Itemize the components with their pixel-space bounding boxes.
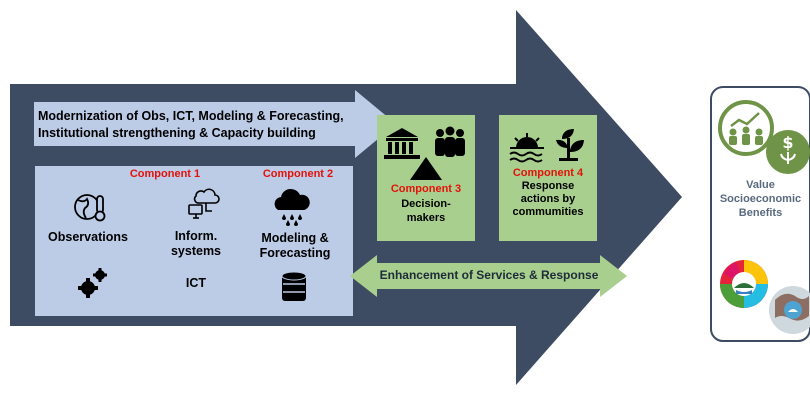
- svg-text:$: $: [782, 133, 793, 152]
- modeling-line1: Modeling &: [261, 231, 329, 245]
- people-group-icon: [435, 126, 465, 157]
- component4-box: [499, 115, 597, 241]
- sunrise-water-icon: [509, 133, 544, 163]
- database-icon: [281, 271, 307, 301]
- plant-icon: [556, 129, 584, 161]
- component2-title: Component 2: [262, 168, 334, 180]
- benefits-line2: Socioeconomic: [719, 193, 802, 205]
- sdg-wheel-icon: [720, 260, 768, 308]
- triangle-icon: [410, 157, 442, 180]
- observations-label: Observations: [48, 230, 128, 244]
- ict-label: ICT: [185, 276, 207, 290]
- government-building-icon: [384, 128, 420, 159]
- response-actions-label: Response actions by commumities: [499, 180, 597, 219]
- modernization-line1: Modernization of Obs, ICT, Modeling & Fo…: [38, 109, 344, 123]
- money-plant-icon: $: [766, 130, 810, 174]
- decision-line1: Decision-: [401, 198, 451, 210]
- services-double-arrow: [350, 255, 627, 297]
- decision-line2: makers: [406, 212, 446, 224]
- gears-icon: [78, 268, 107, 298]
- rain-cloud-icon: [274, 188, 310, 226]
- network-cloud-icon: [188, 188, 220, 219]
- team-growth-icon: [718, 100, 774, 156]
- services-label: Enhancement of Services & Response: [379, 268, 599, 282]
- modernization-text: Modernization of Obs, ICT, Modeling & Fo…: [38, 108, 378, 142]
- response-line3: commumities: [512, 206, 584, 218]
- inform-line1: Inform.: [174, 229, 218, 243]
- response-line1: Response: [521, 180, 575, 192]
- decision-makers-label: Decision- makers: [377, 197, 475, 225]
- modeling-forecasting-label: Modeling & Forecasting: [250, 231, 340, 261]
- benefits-line3: Benefits: [738, 207, 783, 219]
- benefits-line1: Value: [746, 179, 775, 191]
- globe-thermometer-icon: [74, 194, 106, 222]
- benefits-label: Value Socioeconomic Benefits: [711, 178, 810, 220]
- component1-title: Component 1: [129, 168, 201, 180]
- inform-line2: systems: [170, 244, 222, 258]
- modernization-line2: Institutional strengthening & Capacity b…: [38, 126, 316, 140]
- inform-systems-label: Inform. systems: [160, 229, 232, 259]
- component4-title: Component 4: [512, 167, 584, 179]
- globe-water-icon: [769, 286, 810, 334]
- component3-title: Component 3: [390, 183, 462, 195]
- response-line2: actions by: [520, 193, 576, 205]
- modeling-line2: Forecasting: [259, 246, 331, 260]
- modernization-arrow: [34, 90, 396, 158]
